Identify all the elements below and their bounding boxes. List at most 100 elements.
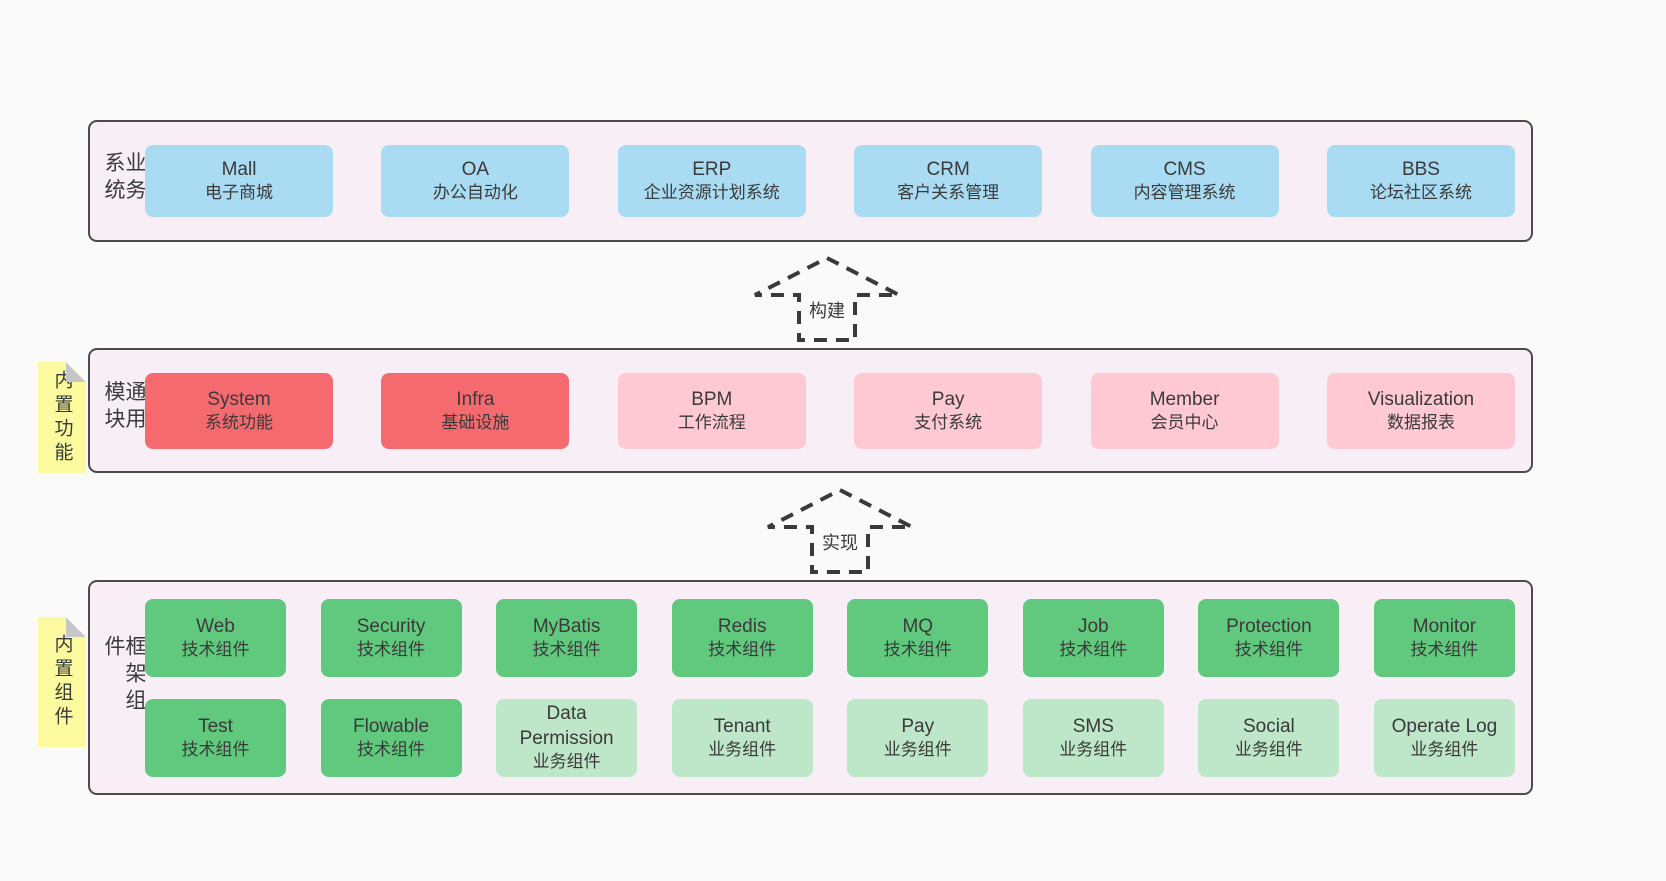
box-name: Data Permission [519, 703, 614, 750]
box-name: Protection [1226, 615, 1312, 637]
box-subtitle: 技术组件 [708, 639, 777, 659]
panel-label-business-systems: 业务系统 [102, 151, 146, 206]
box-subtitle: 技术组件 [1059, 639, 1128, 659]
box-subtitle: 内容管理系统 [1133, 183, 1236, 203]
box-name: Pay [931, 388, 965, 410]
box-name: Mall [221, 159, 257, 181]
box-subtitle: 工作流程 [677, 412, 746, 432]
arrow-build: 构建 [752, 255, 902, 343]
box-subtitle: 技术组件 [1410, 639, 1479, 659]
box-name: ERP [692, 159, 732, 181]
sticky-note-common-modules: 内置功能 [38, 362, 86, 473]
box-subtitle: 电子商城 [205, 183, 273, 203]
box-subtitle: 技术组件 [181, 739, 250, 759]
box-subtitle: 办公自动化 [432, 183, 518, 203]
sticky-note-framework-components: 内置组件 [38, 617, 86, 747]
box-name: Redis [717, 615, 767, 637]
arrow-implement-label: 实现 [819, 529, 861, 555]
box-subtitle: 技术组件 [357, 739, 426, 759]
box-name: CMS [1163, 159, 1206, 181]
panel-label-common-modules: 通用模块 [102, 380, 146, 435]
box-subtitle: 支付系统 [914, 412, 983, 432]
box-name: Flowable [353, 715, 430, 737]
box-name: BBS [1401, 159, 1440, 181]
sticky-note-label: 内置功能 [51, 369, 73, 466]
box-name: CRM [926, 159, 970, 181]
box-name: System [207, 388, 271, 410]
box-name: MQ [902, 615, 934, 637]
box-subtitle: 技术组件 [532, 639, 601, 659]
panel-label-framework-components: 框架组件 [102, 634, 146, 716]
box-subtitle: 业务组件 [532, 752, 601, 772]
sticky-fold-corner [66, 617, 86, 637]
box-subtitle: 客户关系管理 [897, 183, 1000, 203]
box-subtitle: 技术组件 [181, 639, 250, 659]
box-subtitle: 基础设施 [441, 412, 510, 432]
box-name: Job [1077, 615, 1109, 637]
sticky-note-label: 内置组件 [51, 634, 73, 730]
box-subtitle: 技术组件 [357, 639, 426, 659]
box-name: OA [461, 159, 490, 181]
box-subtitle: 技术组件 [1234, 639, 1303, 659]
box-subtitle: 会员中心 [1150, 412, 1219, 432]
dashed-up-arrow-icon [754, 255, 900, 342]
box-name: BPM [691, 388, 733, 410]
box-subtitle: 业务组件 [708, 739, 777, 759]
arrow-implement: 实现 [765, 487, 915, 575]
box-subtitle: 业务组件 [1234, 739, 1303, 759]
box-name: Tenant [713, 715, 771, 737]
box-subtitle: 业务组件 [1059, 739, 1128, 759]
box-subtitle: 技术组件 [883, 639, 952, 659]
box-name: Monitor [1412, 615, 1477, 637]
box-subtitle: 系统功能 [205, 412, 273, 432]
box-subtitle: 企业资源计划系统 [643, 183, 780, 203]
sticky-fold-corner [66, 362, 86, 382]
box-name: Social [1243, 715, 1295, 737]
box-name: Operate Log [1391, 715, 1498, 737]
box-name: Web [196, 615, 235, 637]
box-name: Pay [901, 715, 935, 737]
box-subtitle: 数据报表 [1386, 412, 1455, 432]
box-subtitle: 业务组件 [883, 739, 952, 759]
box-name: Infra [456, 388, 495, 410]
box-name: Test [198, 715, 233, 737]
box-subtitle: 业务组件 [1410, 739, 1479, 759]
box-name: MyBatis [532, 615, 601, 637]
box-subtitle: 论坛社区系统 [1369, 183, 1472, 203]
box-name: Visualization [1367, 388, 1475, 410]
